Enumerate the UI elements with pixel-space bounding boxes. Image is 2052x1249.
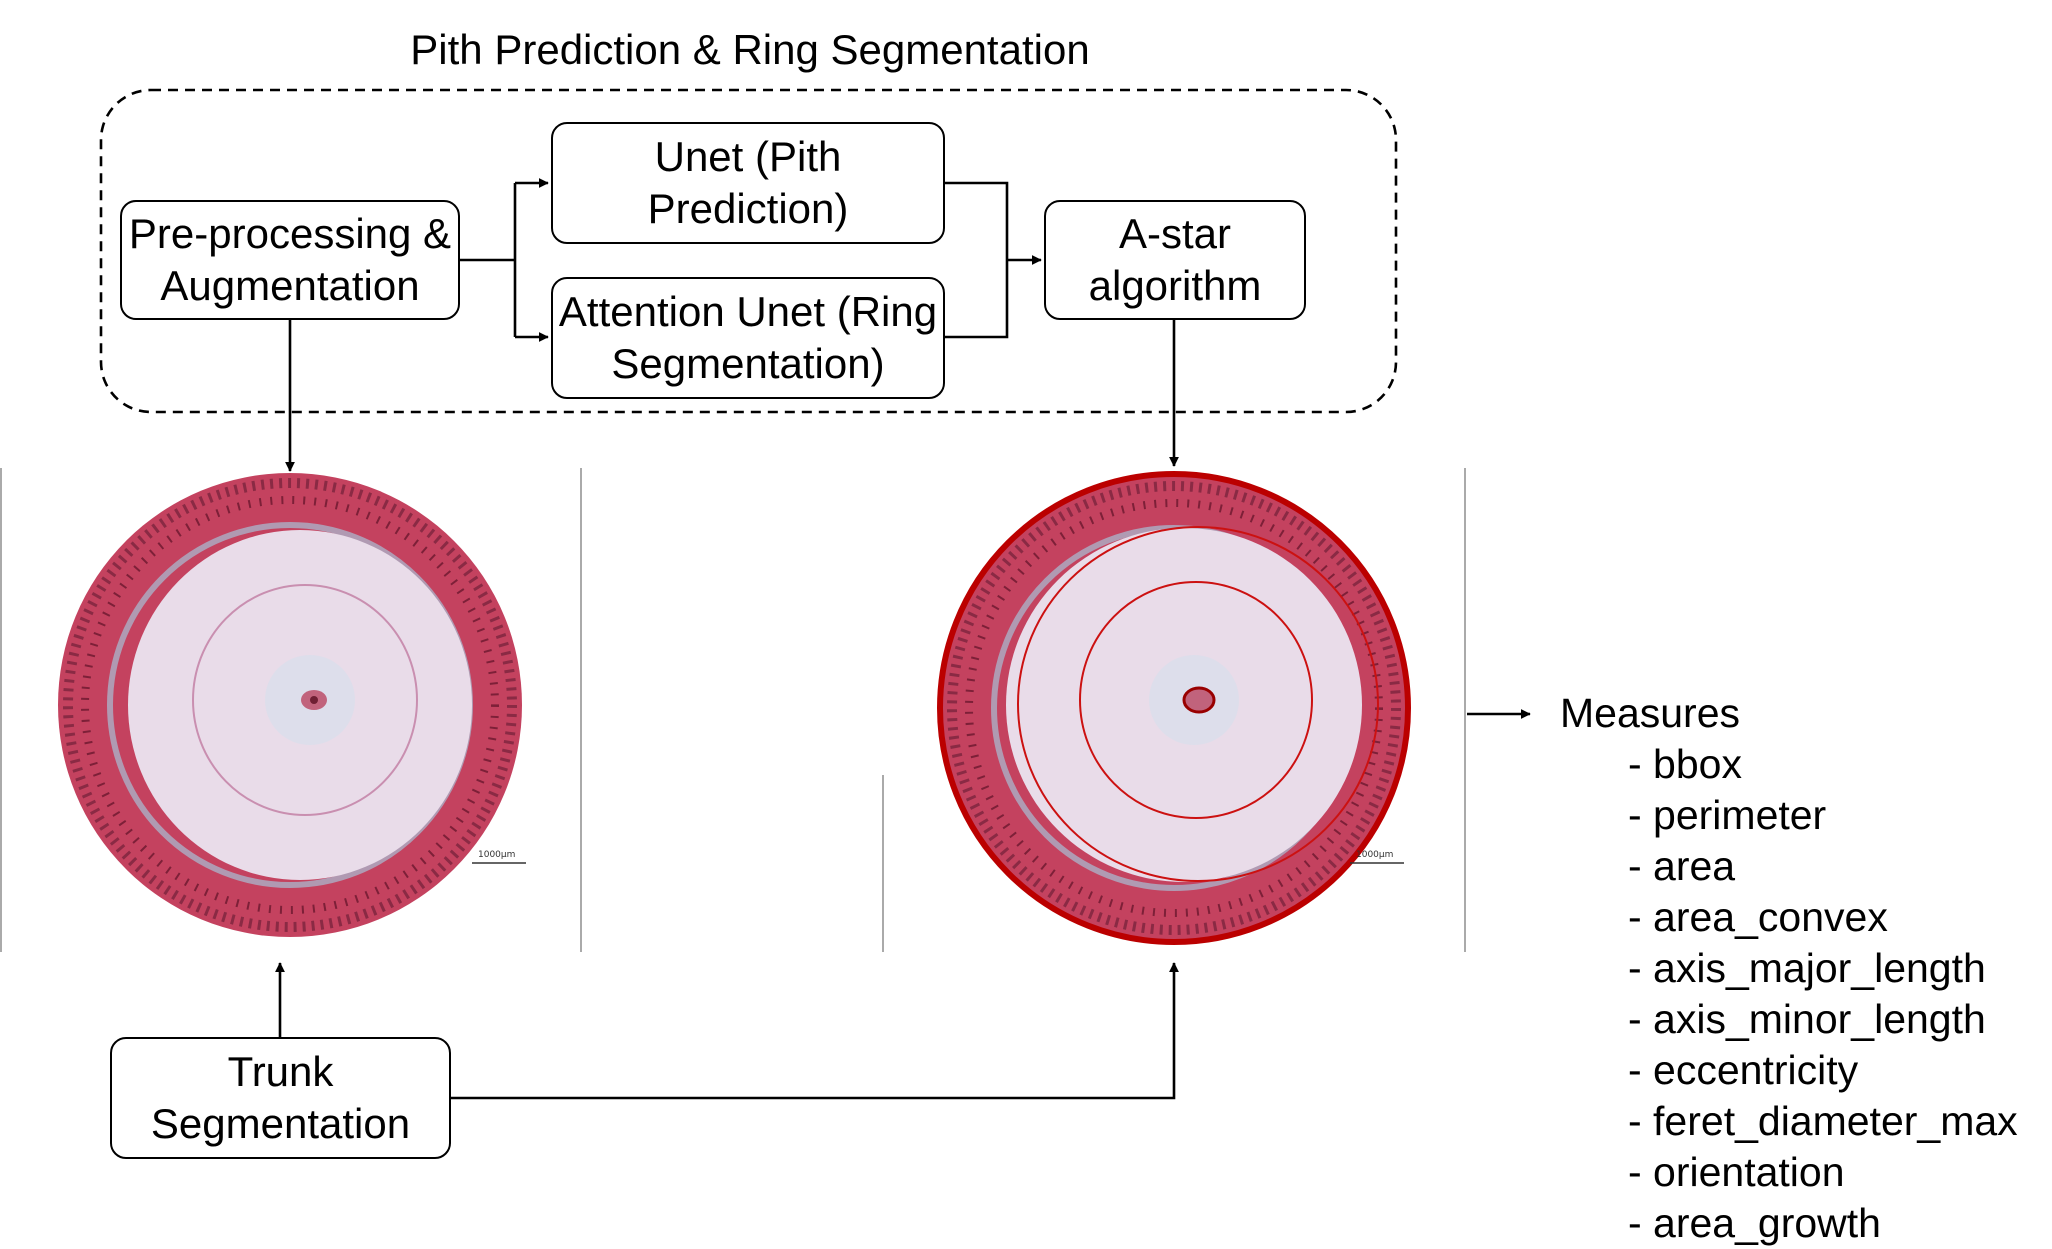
group-title: Pith Prediction & Ring Segmentation	[410, 26, 1090, 73]
output-rings-image	[937, 471, 1411, 945]
measure-item: - bbox	[1628, 741, 1742, 787]
trunk-segmentation-node: Trunk Segmentation	[110, 1037, 451, 1159]
astar-node: A-star algorithm	[1044, 200, 1306, 320]
measure-item: - area	[1628, 843, 1736, 889]
boundary-outline	[937, 471, 1411, 945]
measures-title: Measures	[1560, 690, 1741, 736]
connector-unet-merge	[945, 181, 1009, 339]
measure-item: - axis_minor_length	[1628, 996, 1986, 1042]
preprocessing-node: Pre-processing & Augmentation	[120, 200, 460, 320]
measure-item: - area_growth	[1628, 1200, 1881, 1246]
measure-item: - axis_major_length	[1628, 945, 1986, 991]
measures-list: Measures - bbox - perimeter - area - are…	[1560, 688, 2018, 1249]
measure-item: - perimeter	[1628, 792, 1827, 838]
arrow-trunk-to-output-image	[451, 962, 1179, 1100]
group-boundary	[99, 88, 1398, 414]
output-scalebar-label: 1000μm	[1356, 850, 1394, 860]
input-trunk-image	[58, 473, 522, 937]
measure-item: - area_convex	[1628, 894, 1888, 940]
measure-item: - feret_diameter_max	[1628, 1098, 2018, 1144]
unet-pith-node: Unet (Pith Prediction)	[551, 122, 945, 244]
measure-item: - eccentricity	[1628, 1047, 1859, 1093]
measure-item: - orientation	[1628, 1149, 1845, 1195]
ring-line-inner	[1017, 526, 1379, 882]
attention-unet-node: Attention Unet (Ring Segmentation)	[551, 277, 945, 399]
measures-items: - bbox - perimeter - area - area_convex …	[1560, 739, 2018, 1249]
input-scalebar-label: 1000μm	[478, 850, 516, 860]
pith-outline	[1182, 686, 1216, 714]
ring-line-middle	[1079, 581, 1313, 819]
